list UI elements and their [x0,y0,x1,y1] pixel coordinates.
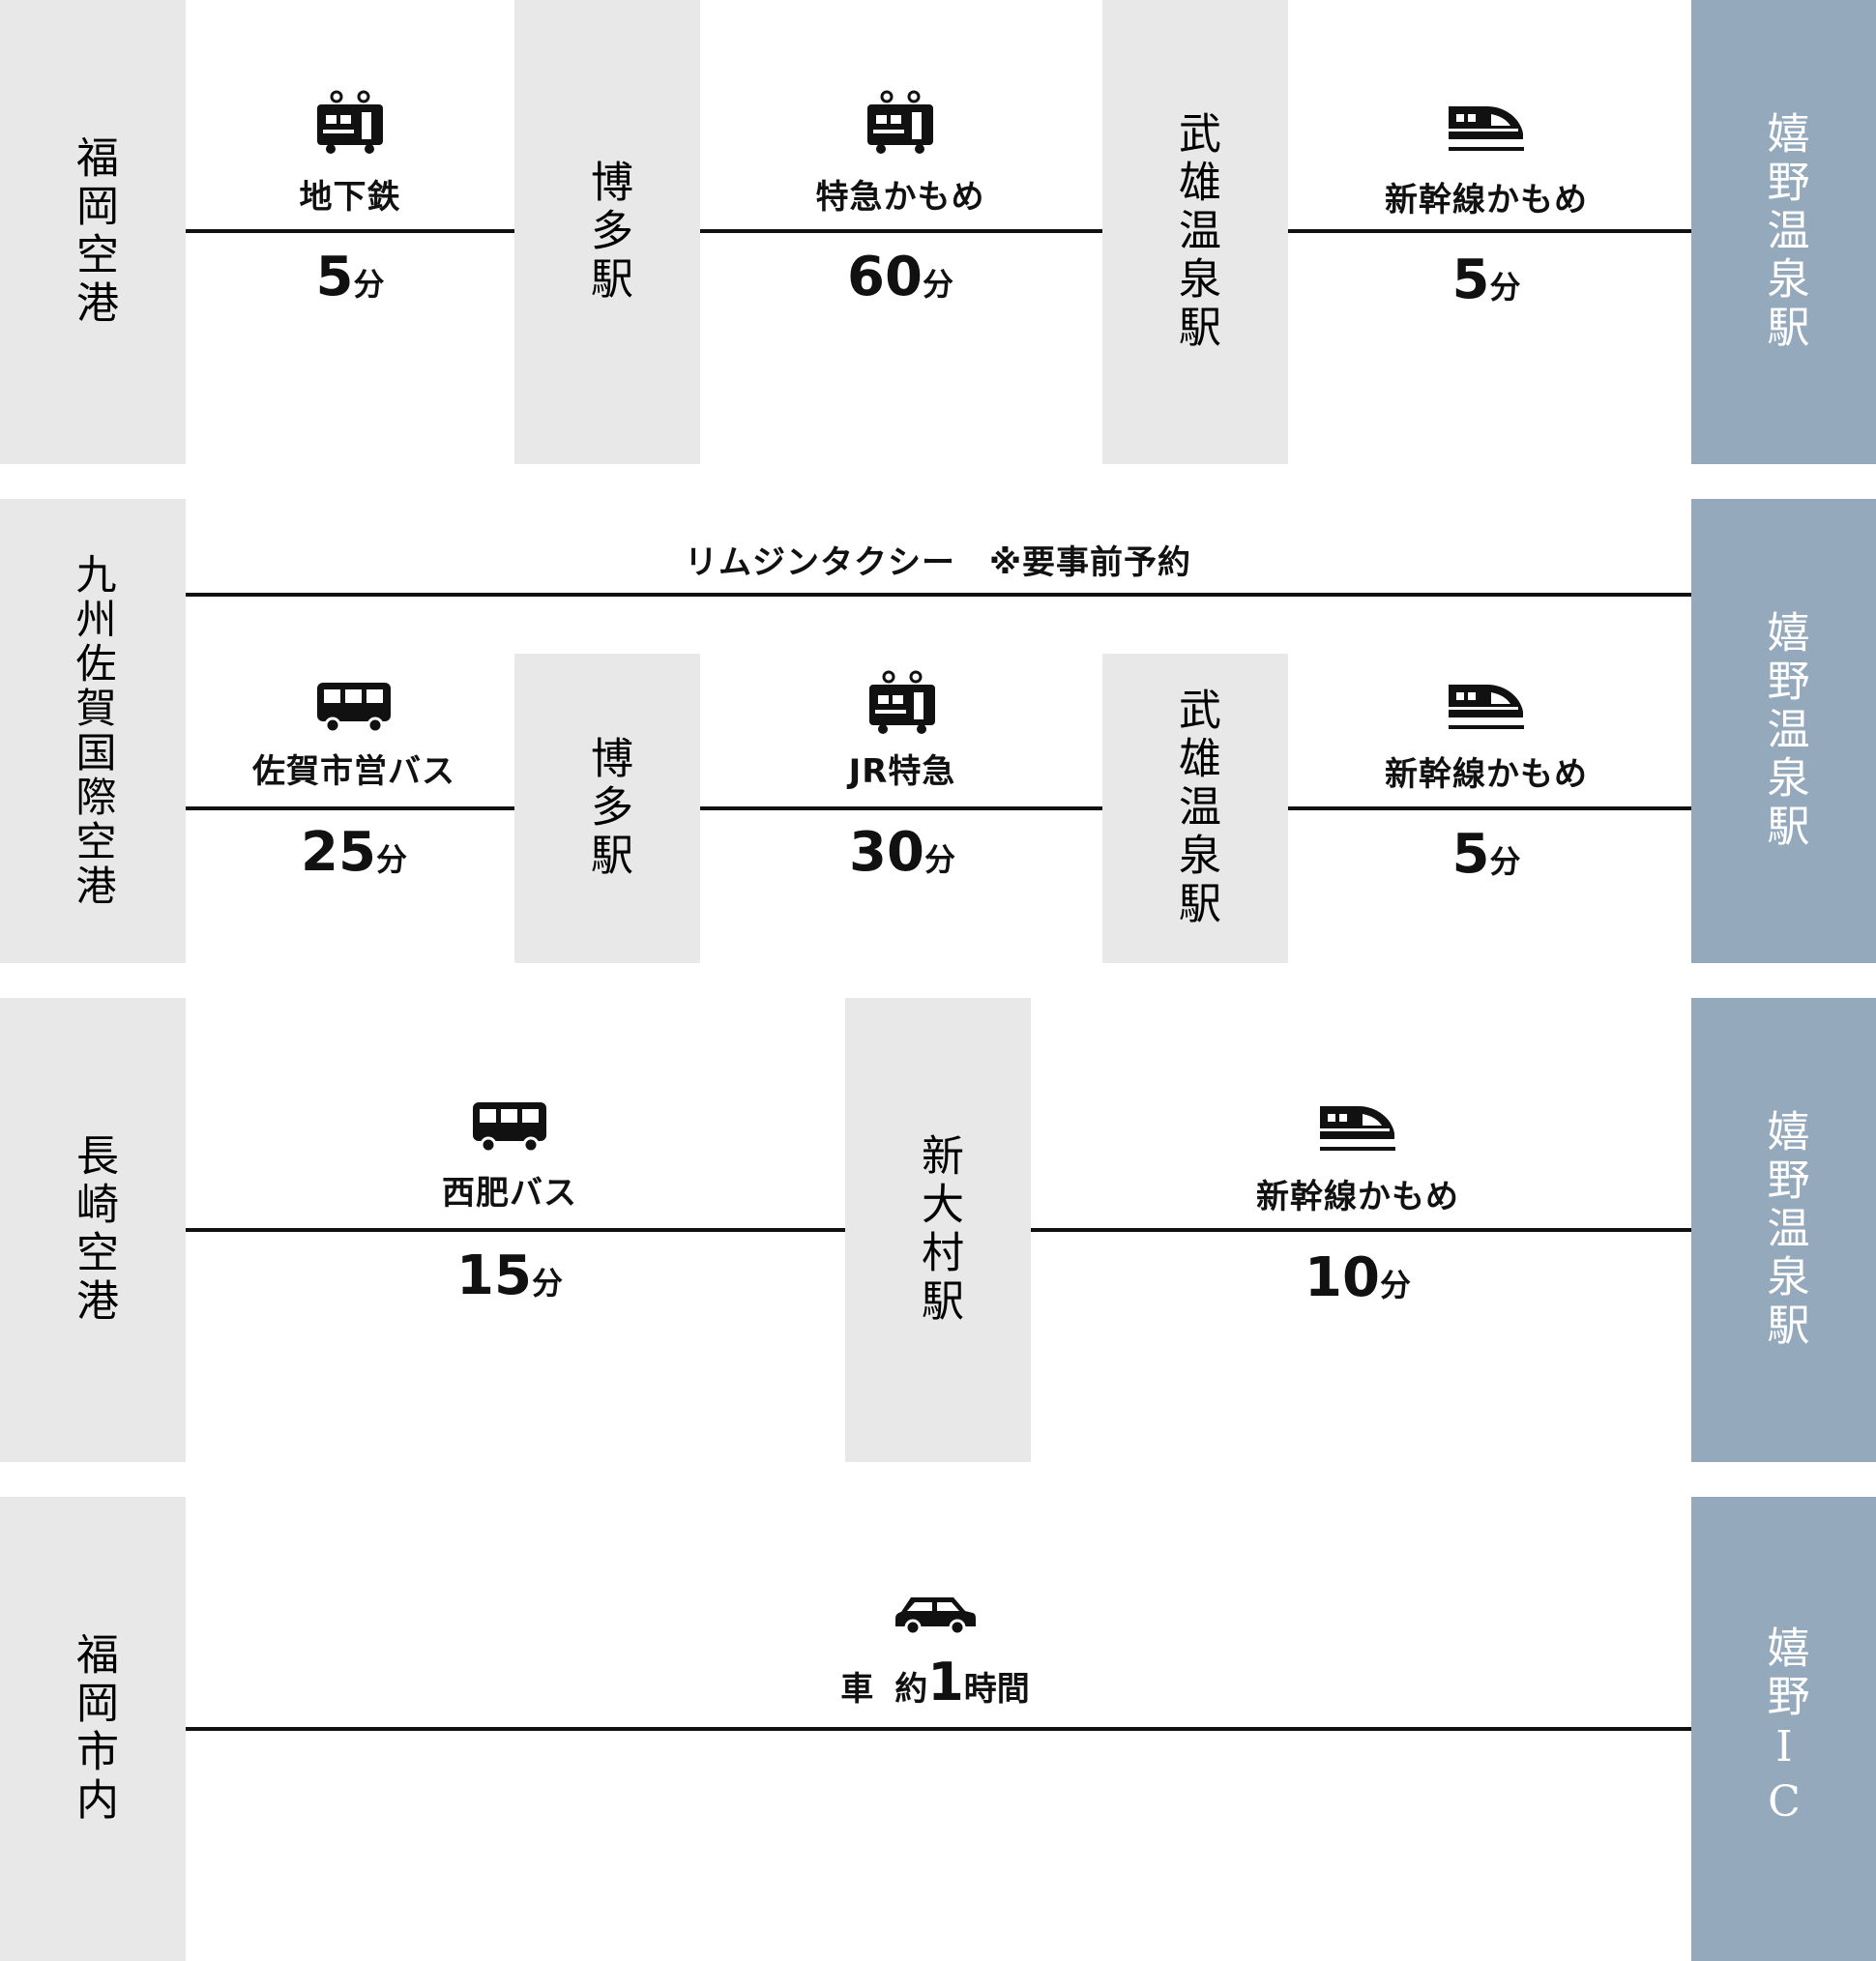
destination-box: 嬉野IC [1691,1497,1876,1961]
origin-label: 九州佐賀国際空港 [70,553,117,909]
shinkansen-icon [1449,106,1524,151]
station-label: 博多駅 [583,736,632,881]
time-unit: 分 [1379,1267,1411,1303]
origin-box: 福岡空港 [0,0,186,464]
travel-time: 15分 [456,1249,563,1303]
time-value: 1 [927,1652,964,1712]
transport-mode-label: 車 [840,1670,874,1709]
time-value: 5 [1451,823,1490,886]
station-label: 武雄温泉駅 [1171,111,1220,353]
travel-time: 60分 [847,250,953,305]
time-unit: 分 [353,266,385,303]
transport-mode-label: 新幹線かもめ [1385,755,1588,794]
time-unit: 分 [375,841,407,878]
route-fukuoka-city: 福岡市内 嬉野IC 車約1時間 [0,1497,1876,1961]
transport-mode-label: 新幹線かもめ [1256,1178,1459,1216]
time-unit: 分 [922,266,953,303]
origin-label: 福岡市内 [69,1632,118,1826]
time-value: 5 [1451,249,1490,311]
station-label: 博多駅 [583,160,632,305]
route-line [700,229,1102,233]
route-line [186,806,514,810]
station-box-takeo: 武雄温泉駅 [1102,654,1288,963]
time-value: 25 [301,821,376,884]
destination-label: 嬉野IC [1759,1625,1809,1832]
travel-time: 10分 [1304,1251,1411,1305]
route-line [1288,229,1691,233]
travel-time: 25分 [301,826,407,880]
station-label: 武雄温泉駅 [1171,688,1220,929]
destination-label: 嬉野温泉駅 [1759,610,1809,852]
travel-time: 5分 [316,250,385,305]
bus-icon [473,1102,546,1154]
car-icon [895,1597,976,1636]
station-label: 新大村駅 [914,1133,963,1327]
destination-box: 嬉野温泉駅 [1691,499,1876,963]
route-line [186,1727,1691,1731]
time-unit: 分 [1489,269,1521,306]
travel-time: 5分 [1452,253,1521,307]
time-unit: 分 [531,1265,563,1302]
destination-label: 嬉野温泉駅 [1759,111,1809,353]
travel-time: 5分 [1452,828,1521,882]
time-unit: 分 [923,841,955,878]
train-icon [867,90,933,154]
bus-icon [317,683,391,734]
time-value: 60 [847,246,923,308]
time-value: 5 [315,246,354,308]
time-unit: 時間 [963,1670,1030,1709]
origin-label: 長崎空港 [69,1133,118,1327]
transport-mode-label: 特急かもめ [815,178,985,217]
destination-label: 嬉野温泉駅 [1759,1109,1809,1351]
route-saga-airport: 九州佐賀国際空港 博多駅 武雄温泉駅 嬉野温泉駅 リムジンタクシー ※要事前予約… [0,499,1876,963]
transport-mode-label: JR特急 [848,752,956,791]
route-nagasaki-airport: 長崎空港 新大村駅 嬉野温泉駅 西肥バス 15分 新幹線かもめ 10分 [0,998,1876,1462]
route-line [186,593,1691,597]
time-value: 30 [849,821,924,884]
route-line [1288,806,1691,810]
limousine-taxi-label: リムジンタクシー ※要事前予約 [684,543,1192,582]
time-prefix: 約 [894,1670,928,1709]
destination-box: 嬉野温泉駅 [1691,998,1876,1462]
train-icon [869,670,935,734]
origin-label: 福岡空港 [69,135,118,329]
station-box-takeo: 武雄温泉駅 [1102,0,1288,464]
route-line [1031,1228,1691,1232]
car-travel-label: 車約1時間 [840,1652,1030,1712]
transport-mode-label: 新幹線かもめ [1385,181,1588,220]
travel-time: 30分 [849,826,955,880]
station-box-hakata: 博多駅 [514,654,700,963]
route-line [186,229,514,233]
shinkansen-icon [1449,685,1524,729]
origin-box: 九州佐賀国際空港 [0,499,186,963]
origin-box: 長崎空港 [0,998,186,1462]
station-box-hakata: 博多駅 [514,0,700,464]
destination-box: 嬉野温泉駅 [1691,0,1876,464]
transport-mode-label: 佐賀市営バス [252,752,455,791]
route-line [186,1228,845,1232]
shinkansen-icon [1320,1106,1395,1151]
route-fukuoka-airport: 福岡空港 博多駅 武雄温泉駅 嬉野温泉駅 地下鉄 5分 特急かもめ [0,0,1876,464]
time-value: 10 [1304,1246,1380,1309]
transport-mode-label: 西肥バス [442,1174,577,1213]
time-unit: 分 [1489,843,1521,880]
transport-mode-label: 地下鉄 [299,178,401,217]
origin-box: 福岡市内 [0,1497,186,1961]
time-value: 15 [456,1244,532,1307]
route-line [700,806,1102,810]
train-icon [317,90,383,154]
station-box-shin-omura: 新大村駅 [845,998,1031,1462]
